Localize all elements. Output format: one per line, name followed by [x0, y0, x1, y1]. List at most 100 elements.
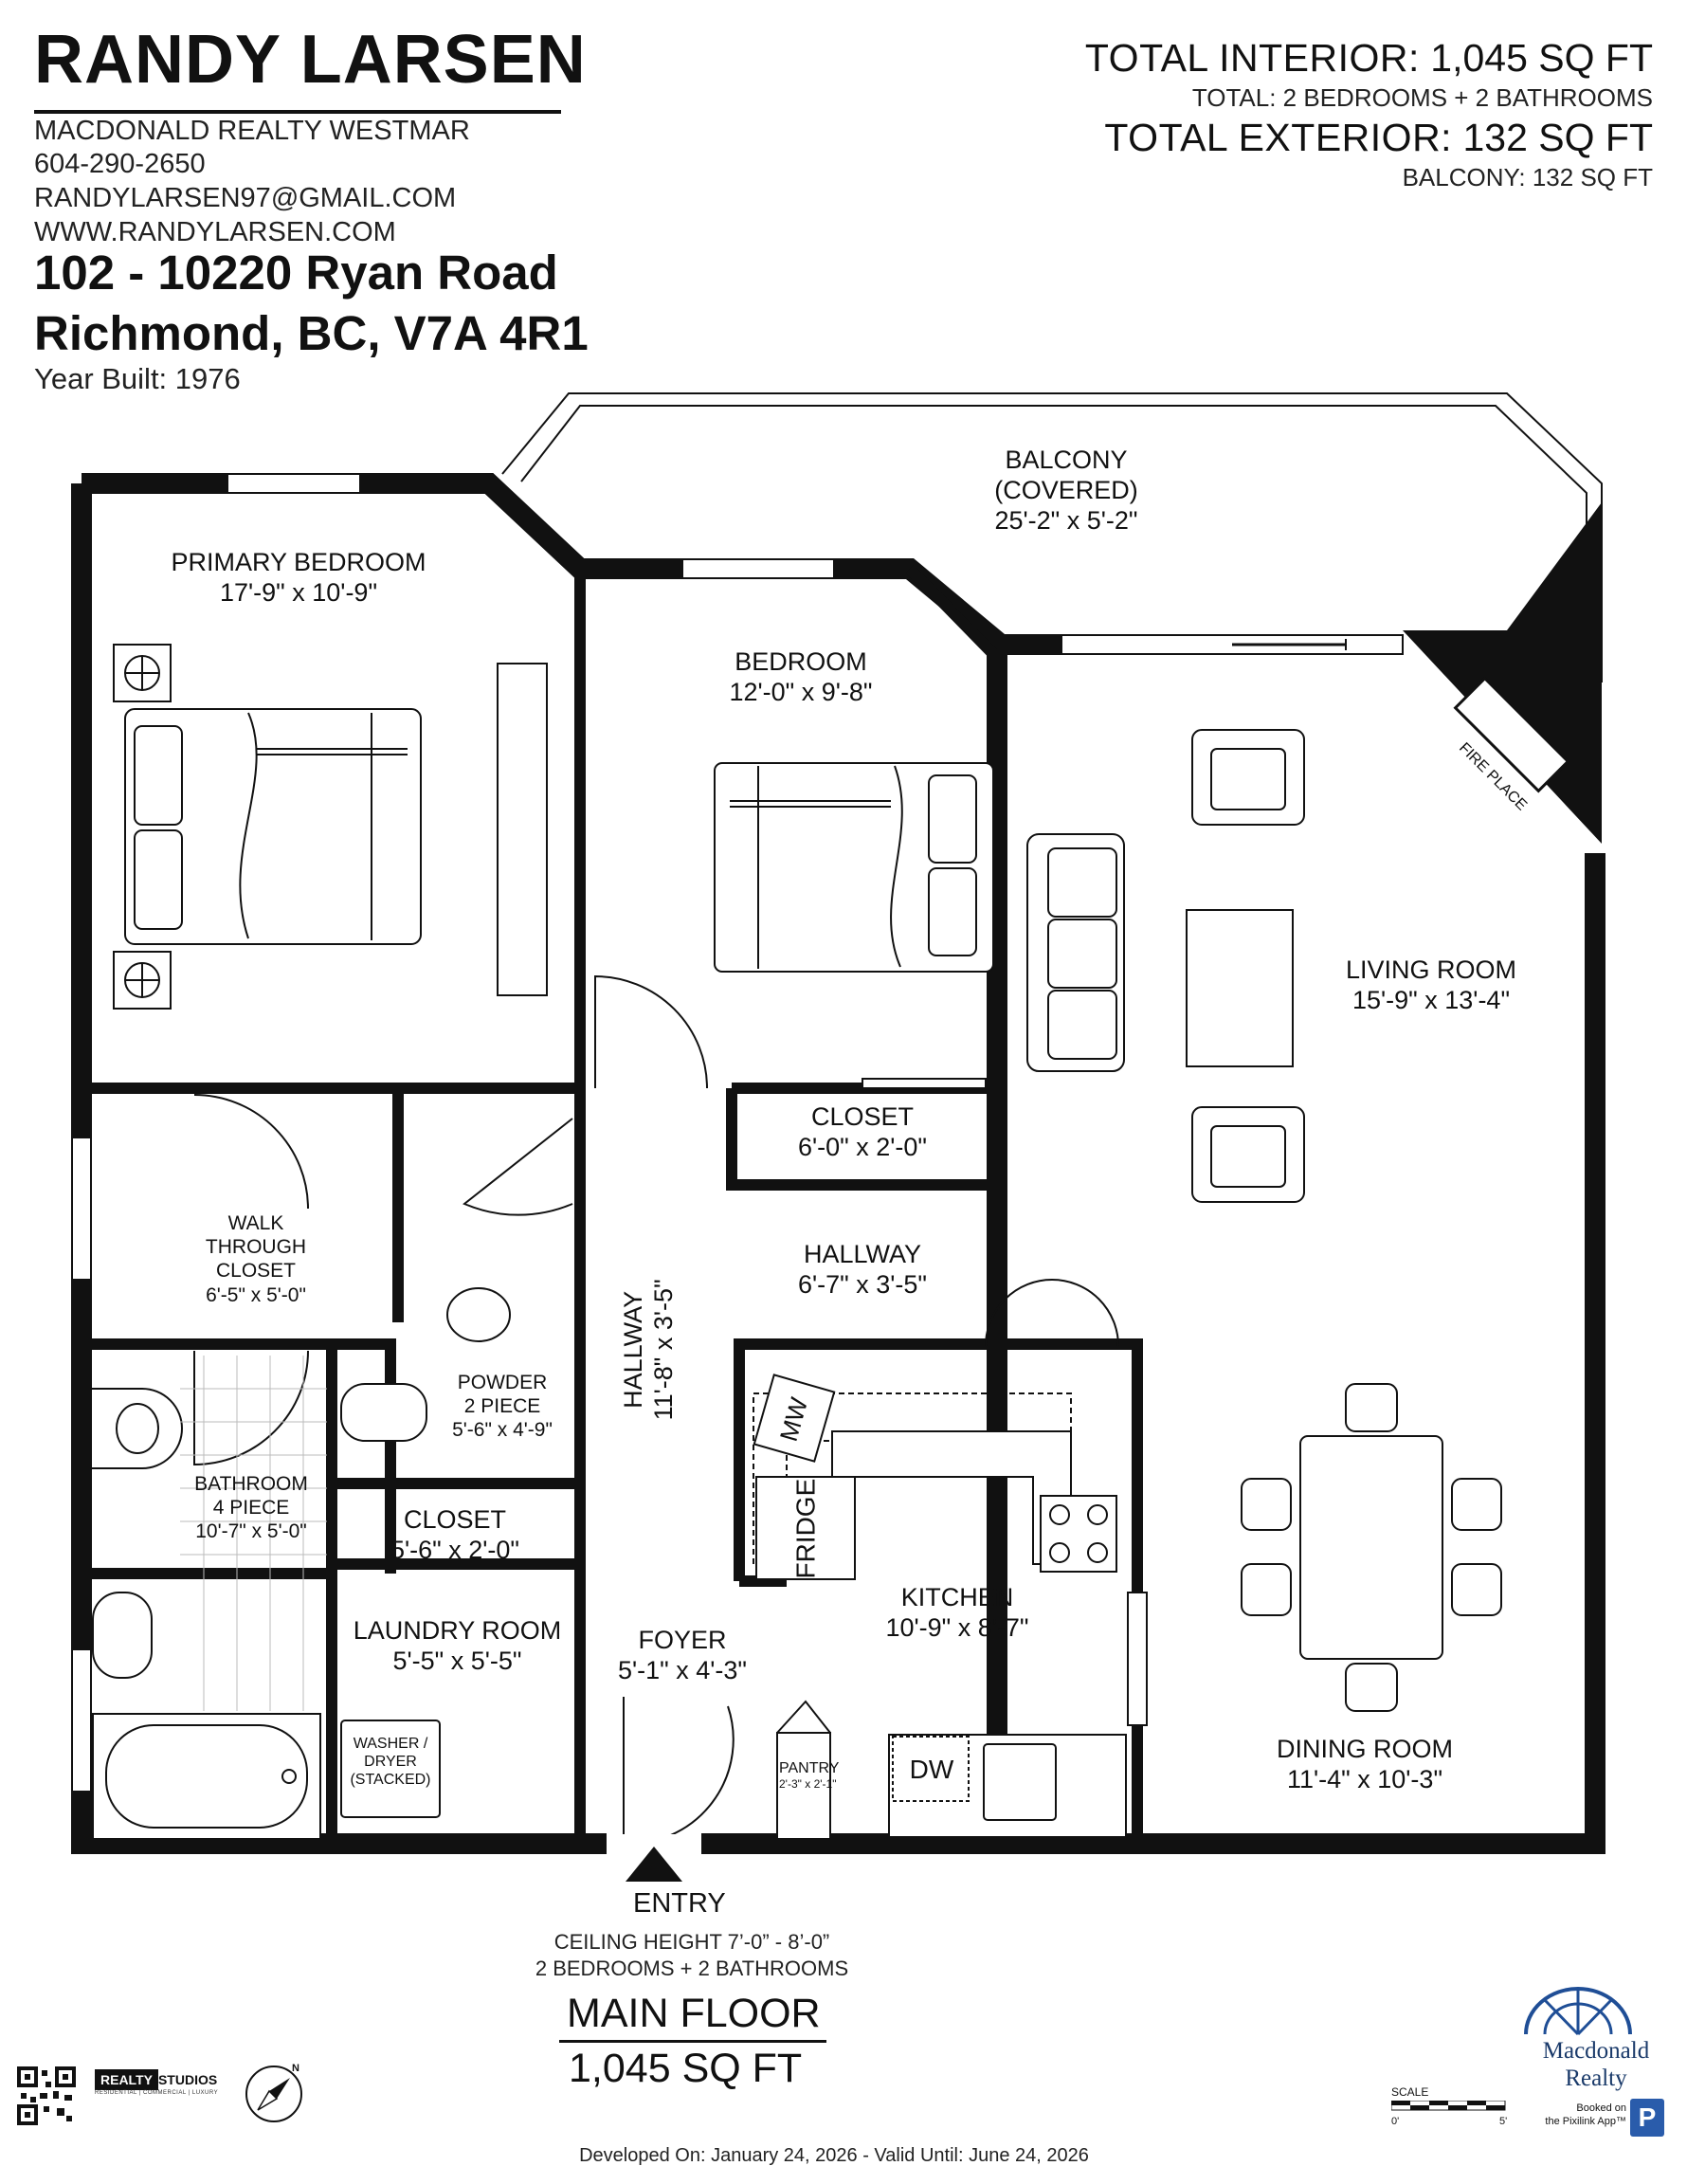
washer-l2: DRYER: [364, 1754, 417, 1771]
room-bedroom-closet: CLOSET 6'-0" x 2'-0": [768, 1102, 957, 1163]
room-name: BEDROOM: [735, 647, 867, 676]
room-dimensions: 15'-9" x 13'-4": [1351, 985, 1511, 1014]
room-dimensions: 5'-6" x 4'-9": [452, 1419, 553, 1442]
tile-grid: [180, 1356, 327, 1711]
washer-dryer-label: WASHER / DRYER (STACKED): [343, 1735, 438, 1790]
total-exterior-value: 132 SQ FT: [1462, 116, 1653, 159]
windows: [71, 473, 1404, 1793]
room-dimensions: 5'-6" x 2'-0": [390, 1535, 520, 1564]
agent-name: RANDY LARSEN: [34, 22, 587, 98]
room-foyer: FOYER 5'-1" x 4'-3": [597, 1626, 768, 1686]
room-name-l2: 2 PIECE: [463, 1395, 541, 1418]
room-bathroom: BATHROOM 4 PIECE 10'-7" x 5'-0": [175, 1472, 327, 1544]
total-exterior-label: TOTAL EXTERIOR:: [1104, 116, 1453, 159]
room-dining: DINING ROOM 11'-4" x 10'-3": [1251, 1735, 1478, 1795]
studios-tagline: RESIDENTIAL | COMMERCIAL | LUXURY: [95, 2090, 219, 2096]
room-dimensions: 6'-7" x 3'-5": [797, 1269, 928, 1299]
dishwasher-box: [892, 1736, 970, 1802]
agent-phone: 604-290-2650: [34, 149, 206, 179]
room-hall-closet: CLOSET 5'-6" x 2'-0": [351, 1505, 559, 1566]
room-name-l1: POWDER: [457, 1372, 548, 1393]
armchair-icon: [1191, 729, 1305, 1203]
scale-zero: 0': [1391, 2116, 1400, 2127]
room-name-l2: 4 PIECE: [212, 1497, 290, 1520]
address-line-1: 102 - 10220 Ryan Road: [34, 246, 558, 300]
booked-line-1: Booked on: [1576, 2102, 1626, 2114]
room-name: HALLWAY: [803, 1240, 922, 1268]
total-exterior: TOTAL EXTERIOR: 132 SQ FT: [1104, 116, 1653, 160]
brand-line-2: Realty: [1565, 2065, 1627, 2091]
room-hallway: HALLWAY 6'-7" x 3'-5": [768, 1240, 957, 1301]
floor-area-unit: SQ FT: [681, 2046, 803, 2091]
room-dimensions: 10'-9" x 8'-7": [885, 1612, 1029, 1642]
scale-bar: [1391, 2101, 1506, 2111]
nightstand-icon: [113, 644, 172, 1010]
room-name: CLOSET: [810, 1102, 915, 1131]
floor-title: MAIN FLOOR: [567, 1991, 821, 2037]
dining-table: [1299, 1435, 1443, 1660]
developed-validity: Developed On: January 24, 2026 - Valid U…: [579, 2145, 1089, 2166]
primary-bed: [124, 708, 422, 945]
entry-gap: [607, 1834, 701, 1853]
interior-walls: [82, 564, 1143, 1844]
room-dimensions: 12'-0" x 9'-8": [729, 677, 873, 706]
qr-code-icon: [17, 2066, 76, 2125]
washer-dryer-box: [340, 1720, 441, 1818]
sink-icon: [983, 1743, 1057, 1821]
room-dimensions: 11'-4" x 10'-3": [1286, 1764, 1443, 1793]
studios-word-b: STUDIOS: [157, 2072, 218, 2087]
floor-area-value: 1,045: [569, 2046, 671, 2091]
macdonald-realty-logo-icon: [1524, 1987, 1632, 2036]
bath-fixtures: [90, 1287, 511, 1840]
coffee-table: [1186, 909, 1294, 1067]
room-primary-bedroom: PRIMARY BEDROOM 17'-9" x 10'-9": [161, 548, 436, 609]
room-name: CLOSET: [403, 1505, 507, 1534]
room-kitchen: KITCHEN 10'-9" x 8'-7": [862, 1583, 1052, 1644]
total-interior-label: TOTAL INTERIOR:: [1084, 36, 1420, 80]
room-name: PRIMARY BEDROOM: [171, 548, 426, 576]
room-dimensions: 17'-9" x 10'-9": [219, 577, 378, 607]
pixilink-text: Booked on the Pixilink App™: [1526, 2102, 1626, 2129]
room-name: LIVING ROOM: [1345, 956, 1517, 984]
room-dimensions: 10'-7" x 5'-0": [195, 1520, 307, 1543]
room-name-l3: CLOSET: [215, 1260, 297, 1283]
room-name: LAUNDRY ROOM: [353, 1616, 562, 1645]
dishwasher-label: DW: [909, 1755, 954, 1784]
room-name: BALCONY: [1005, 446, 1128, 474]
brand-line-1: Macdonald: [1542, 2038, 1650, 2064]
studios-word-a: REALTY: [95, 2069, 158, 2090]
pixilink-app-icon: P: [1630, 2099, 1664, 2137]
total-rooms: TOTAL: 2 BEDROOMS + 2 BATHROOMS: [1191, 83, 1653, 112]
entry-label: ENTRY: [633, 1888, 726, 1919]
room-powder: POWDER 2 PIECE 5'-6" x 4'-9": [426, 1371, 578, 1443]
agent-website: WWW.RANDYLARSEN.COM: [34, 217, 396, 247]
scale-label: SCALE: [1391, 2085, 1429, 2099]
room-dimensions: 6'-0" x 2'-0": [797, 1132, 928, 1161]
total-interior: TOTAL INTERIOR: 1,045 SQ FT: [1085, 36, 1653, 81]
compass-icon: [245, 2066, 302, 2122]
macdonald-realty-name: Macdonald Realty: [1520, 2038, 1672, 2093]
room-name-l2: THROUGH: [205, 1236, 307, 1259]
room-name: FOYER: [638, 1626, 727, 1654]
room-name: HALLWAY: [619, 1290, 648, 1409]
balcony-area: BALCONY: 132 SQ FT: [1402, 163, 1653, 191]
scale-five: 5': [1499, 2116, 1508, 2127]
room-dimensions: 25'-2" x 5'-2": [994, 505, 1138, 535]
total-interior-value: 1,045 SQ FT: [1430, 36, 1653, 80]
room-name: PANTRY: [779, 1760, 840, 1776]
room-dimensions: 5'-5" x 5'-5": [392, 1646, 522, 1675]
room-dimensions: 11'-8" x 3'-5": [649, 1279, 678, 1421]
floor-area: 1,045 SQ FT: [569, 2046, 802, 2092]
floor-title-a: MAIN: [567, 1991, 669, 2036]
washer-l1: WASHER /: [353, 1736, 428, 1752]
ceiling-height: CEILING HEIGHT 7’-0” - 8’-0”: [553, 1930, 830, 1954]
room-dimensions: 6'-5" x 5'-0": [206, 1283, 306, 1306]
agent-email: RANDYLARSEN97@GMAIL.COM: [34, 183, 457, 213]
dresser: [497, 663, 548, 996]
washer-l3: (STACKED): [350, 1772, 431, 1789]
room-name-l1: BATHROOM: [194, 1473, 308, 1495]
room-laundry: LAUNDRY ROOM 5'-5" x 5'-5": [341, 1616, 573, 1677]
agent-brokerage: MACDONALD REALTY WESTMAR: [34, 116, 470, 146]
